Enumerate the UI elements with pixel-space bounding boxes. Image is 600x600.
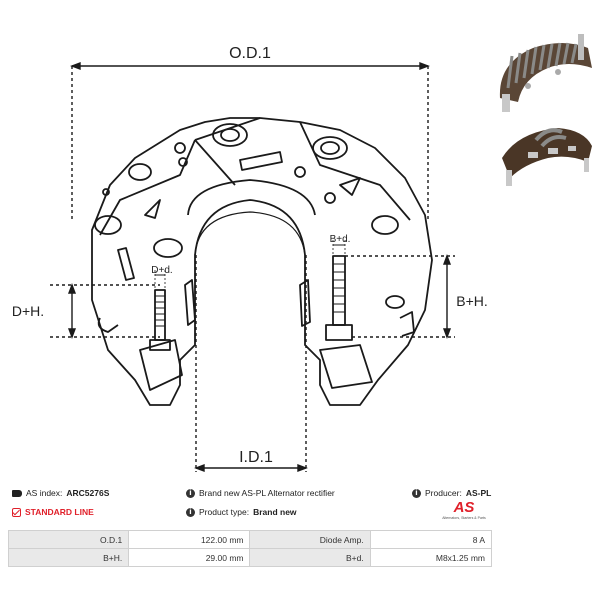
- spec-value: 8 A: [369, 530, 493, 549]
- standard-line-label: STANDARD LINE: [25, 507, 94, 517]
- info-icon: i: [412, 488, 421, 498]
- as-index-label: AS index:: [26, 488, 63, 498]
- spec-key: B+H.: [7, 548, 130, 567]
- bh-label: B+H.: [456, 293, 488, 309]
- as-index-value: ARC5276S: [66, 488, 110, 498]
- producer-value: AS-PL: [465, 488, 492, 498]
- logo-tagline: Alternators, Starters & Parts: [442, 516, 486, 520]
- table-row: B+H. 29.00 mm B+d. M8x1.25 mm: [7, 548, 493, 567]
- product-description: Brand new AS-PL Alternator rectifier: [199, 488, 335, 498]
- description-row: i Brand new AS-PL Alternator rectifier: [186, 488, 335, 498]
- logo-mark: AS: [453, 499, 475, 516]
- info-icon: i: [186, 507, 195, 517]
- product-photo-top: [499, 34, 592, 112]
- right-stud: [332, 255, 346, 326]
- table-row: O.D.1 122.00 mm Diode Amp. 8 A: [7, 530, 493, 549]
- bd-label: B+d.: [330, 234, 351, 245]
- tag-icon: [12, 489, 22, 497]
- spec-table: O.D.1 122.00 mm Diode Amp. 8 A B+H. 29.0…: [7, 530, 493, 567]
- as-pl-logo: AS Alternators, Starters & Parts: [440, 500, 488, 526]
- product-photo-bottom: [502, 128, 592, 186]
- standard-line-row: STANDARD LINE: [12, 507, 94, 517]
- producer-label: Producer:: [425, 488, 462, 498]
- spec-value: 122.00 mm: [128, 530, 251, 549]
- od-label: O.D.1: [229, 45, 271, 62]
- dd-label: D+d.: [151, 265, 172, 276]
- spec-key: B+d.: [249, 548, 371, 567]
- dh-label: D+H.: [12, 303, 44, 319]
- product-info: AS index: ARC5276S i Brand new AS-PL Alt…: [8, 486, 592, 530]
- as-index-row: AS index: ARC5276S: [12, 488, 109, 498]
- product-type-label: Product type:: [199, 507, 250, 517]
- info-icon: i: [186, 488, 195, 498]
- product-type-value: Brand new: [253, 507, 297, 517]
- id-label: I.D.1: [239, 449, 273, 466]
- left-stud: [154, 289, 166, 341]
- spec-value: M8x1.25 mm: [369, 548, 493, 567]
- spec-value: 29.00 mm: [128, 548, 251, 567]
- spec-key: O.D.1: [7, 530, 130, 549]
- checkbox-icon: [12, 507, 21, 517]
- spec-key: Diode Amp.: [249, 530, 371, 549]
- producer-row: i Producer: AS-PL: [412, 488, 491, 498]
- product-type-row: i Product type: Brand new: [186, 507, 297, 517]
- rectifier-technical-drawing: O.D.1 I.D.1 D+H. B+H. D+d. B+d.: [12, 45, 488, 473]
